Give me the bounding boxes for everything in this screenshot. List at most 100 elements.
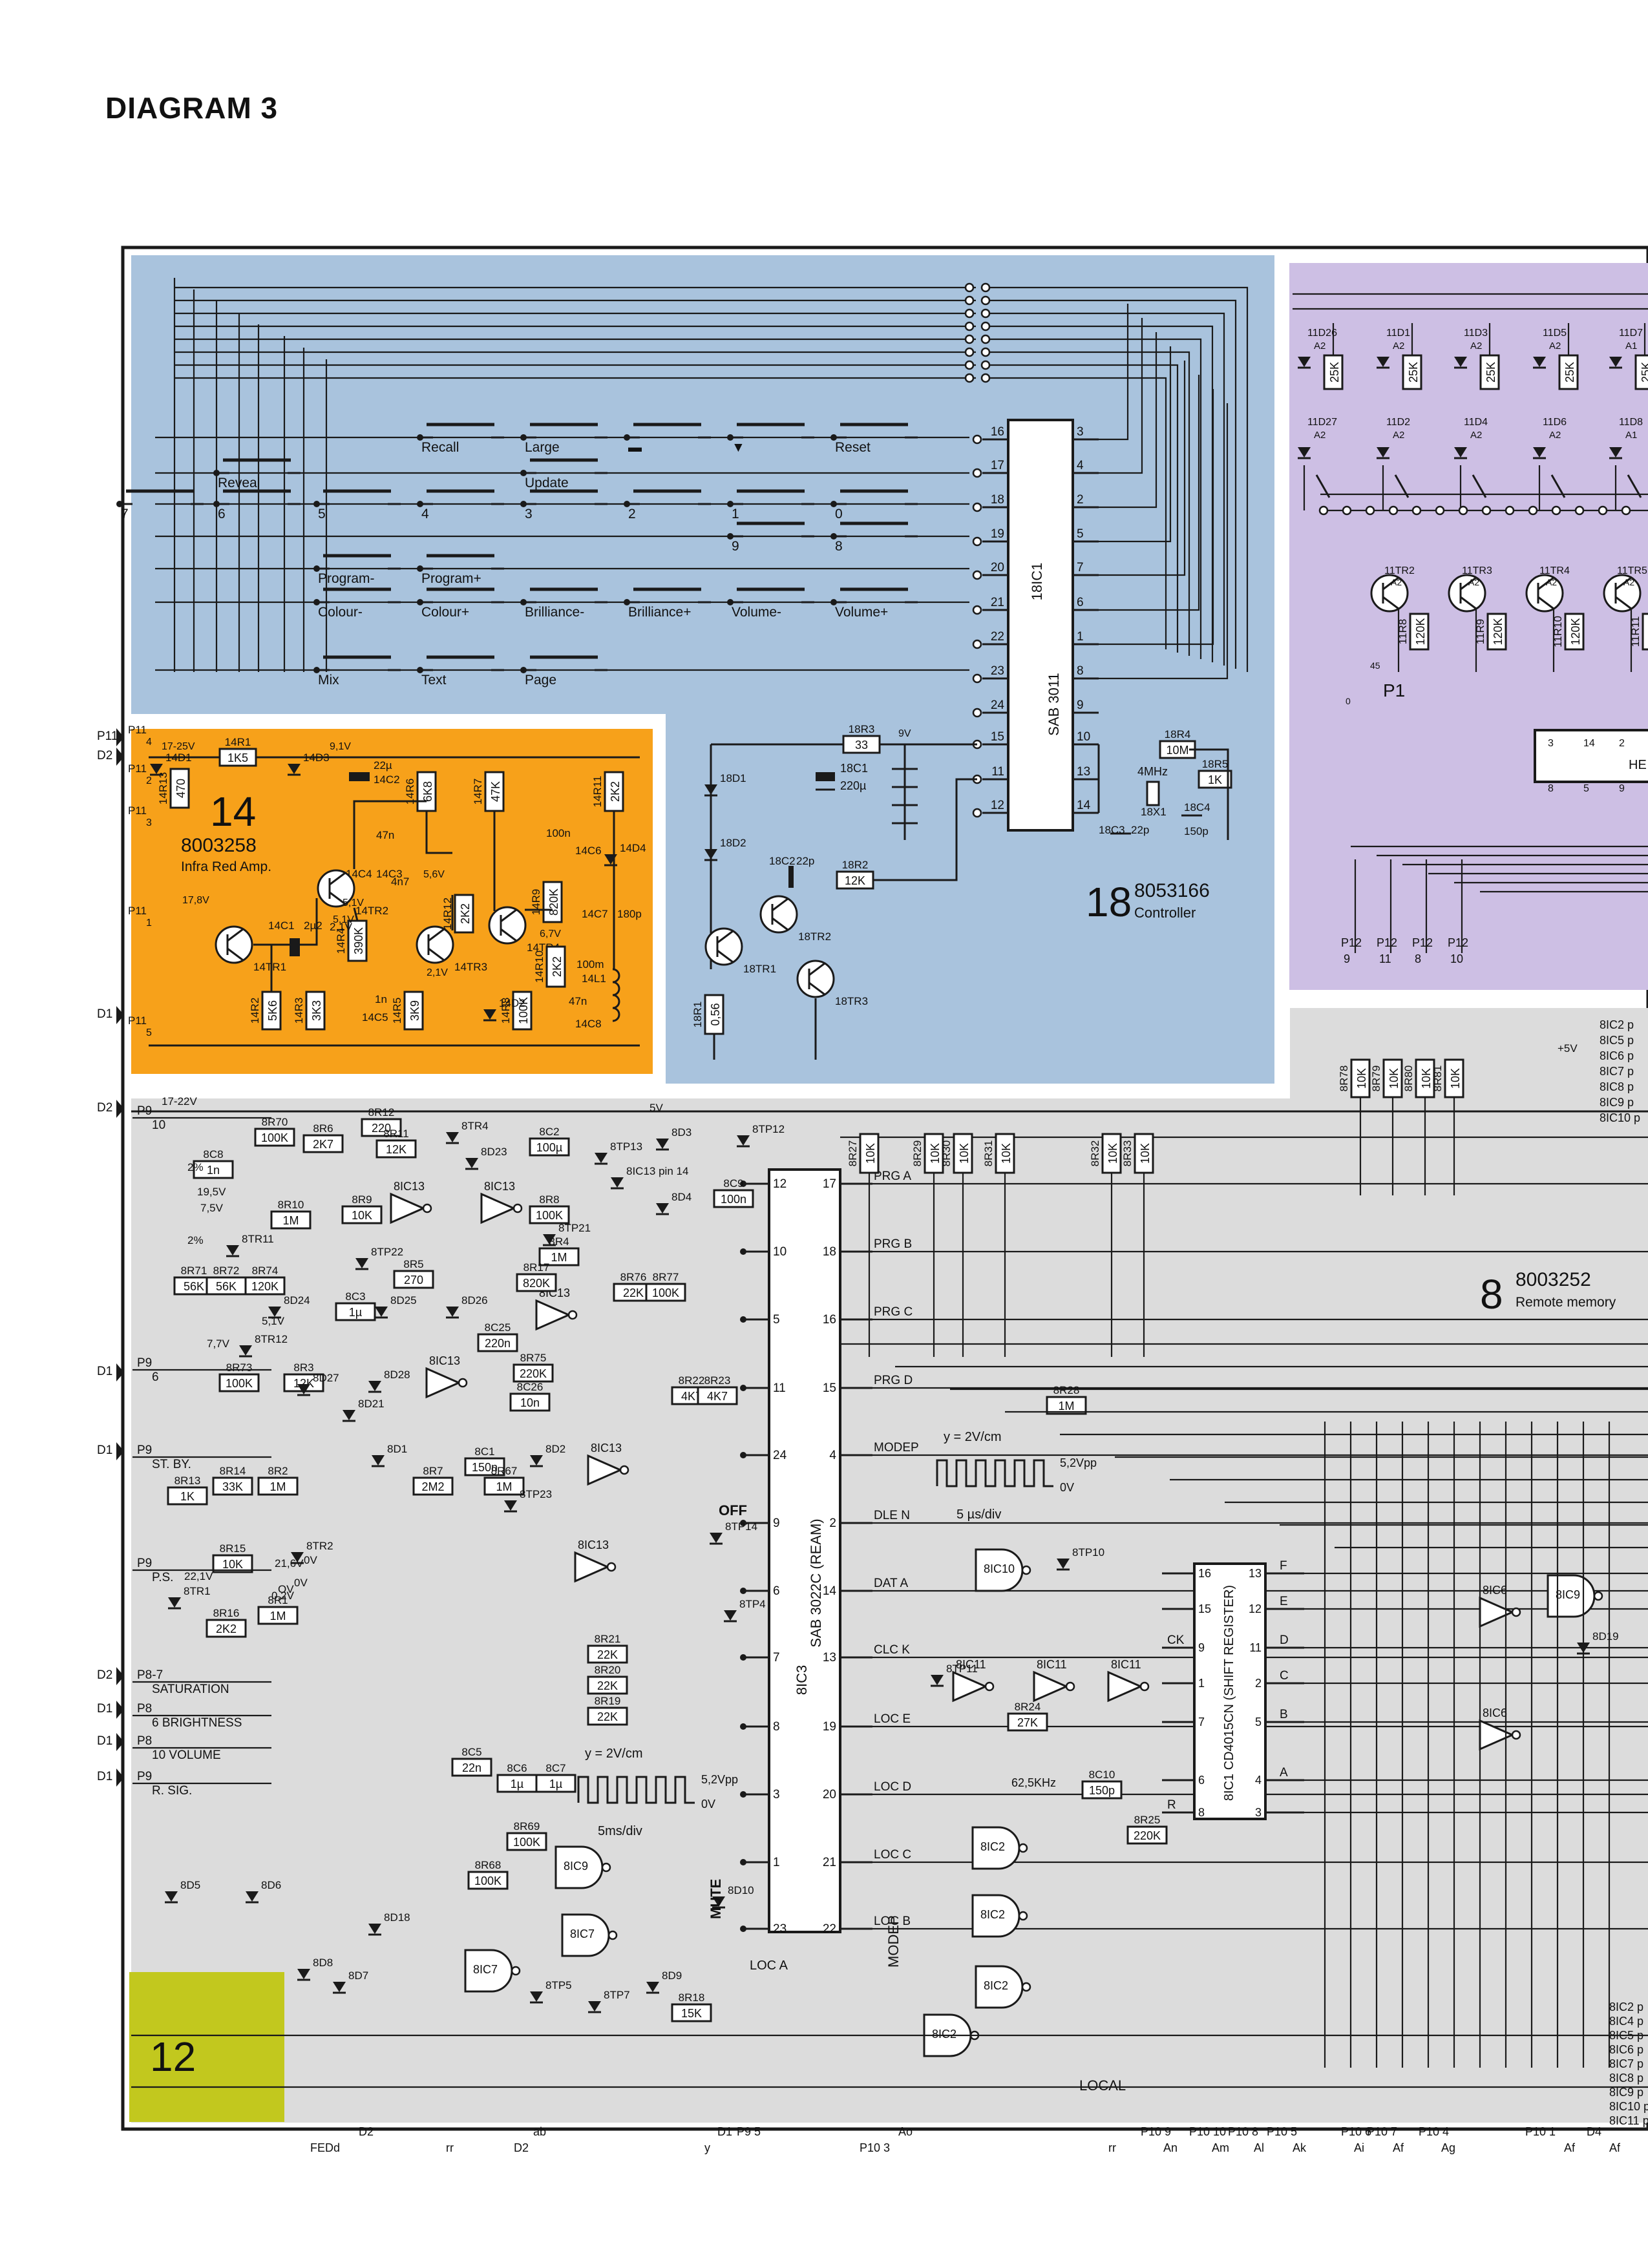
mem-bottom-port-13: P10 10 — [1189, 2125, 1226, 2138]
ic3-signal-9: LOC D — [874, 1780, 911, 1794]
mem-gate-1-gate — [480, 1192, 516, 1224]
key-node-23 — [727, 599, 734, 605]
disp-ic-top-pin-2: 2 — [1619, 738, 1625, 749]
ir-port-ref-0: P11 — [128, 724, 147, 736]
ctrl-pin-left-5: 21 — [991, 596, 1004, 609]
disp-tap-7 — [1481, 505, 1492, 516]
mem-part-17-label: 8TP21 — [558, 1222, 591, 1234]
key-0-label: Recall — [421, 440, 459, 455]
mem-misc-11: 19,5V — [197, 1186, 226, 1198]
ctrl-tr2-collector — [772, 898, 788, 912]
mem-part-72-symbol — [368, 1924, 381, 1934]
ir-r4-label: 14R4 — [335, 928, 347, 954]
mem-left-port-ref-5: P8 — [137, 1702, 152, 1716]
ctrl-crystal-label: 18X1 — [1141, 806, 1167, 818]
bus-terminal-a-1 — [964, 295, 975, 306]
mem-part-41-symbol — [372, 1455, 385, 1465]
mem-bottom-port-8: P10 3 — [860, 2141, 890, 2154]
mem-bottom-port-17: P10 5 — [1267, 2125, 1297, 2138]
ir-r1-value: 1K5 — [227, 751, 248, 764]
ctrl-d1-label: 18D1 — [720, 772, 746, 784]
key-6-label: Update — [525, 476, 569, 490]
ic3-right-pin-11: 22 — [823, 1922, 836, 1936]
mem-part-58-value: 22K — [597, 1679, 618, 1692]
ctrl-pin-left-terminal-0 — [972, 434, 982, 445]
mem-part-30-label: 8D25 — [390, 1294, 417, 1307]
mem-part-55-value: 2K2 — [216, 1622, 237, 1635]
mem-part-22-label: 8R72 — [213, 1265, 240, 1277]
mem-left-port-ref-1: P9 — [137, 1356, 152, 1370]
key-19-label: Colour- — [318, 605, 363, 620]
ir-amp-panel — [131, 729, 653, 1074]
ir-voltage-5: 5,6V — [423, 869, 445, 880]
mem-part-20-symbol — [226, 1245, 239, 1255]
mem-part-16-value: 100K — [536, 1209, 563, 1222]
mem-part-0-value: 220 — [372, 1122, 391, 1135]
scope-2-zero: 0V — [701, 1798, 715, 1811]
key-node-27 — [520, 667, 527, 673]
ctrl-pin-left-11: 12 — [991, 799, 1004, 812]
disp-res-2-value: 25K — [1484, 362, 1497, 383]
ctrl-pin-left-terminal-1 — [972, 468, 982, 478]
key-17-label: Program- — [318, 571, 375, 586]
ic1-left-label-6: R — [1167, 1798, 1176, 1812]
mem-part-63-body — [506, 1832, 547, 1851]
disp-tr-label-0: 11TR2 — [1384, 565, 1415, 576]
mem-part-56-value: 1M — [269, 1610, 286, 1622]
mem-part-8-label: 8D4 — [671, 1191, 692, 1203]
key-node-14 — [830, 501, 837, 507]
mem-part-12-label: 8R6 — [313, 1122, 333, 1135]
bus-terminal-b-4 — [980, 334, 991, 344]
ic3-right-pin-5: 2 — [829, 1517, 836, 1530]
mem-part-51-label: 8R2 — [268, 1465, 288, 1477]
ir-r8-body — [512, 991, 533, 1031]
mem-part-3-value: 100µ — [536, 1141, 562, 1154]
mem-top-res-4-label: 8R32 — [1089, 1140, 1101, 1167]
mem-part-60-body — [451, 1758, 492, 1777]
mem-gate-5-gate — [574, 1551, 610, 1583]
disp-port-ref-0: P12 — [1341, 936, 1362, 949]
mem-part-26-value: 22K — [623, 1286, 644, 1299]
disp-bottom-diode-sym-1-symbol — [1377, 447, 1389, 457]
mem-part-54-symbol — [168, 1597, 181, 1608]
ir-r9-label: 14R9 — [530, 889, 542, 916]
mem-right-list-top-4: 8IC8 p — [1600, 1080, 1634, 1093]
ctrl-pin-right-3: 5 — [1077, 527, 1084, 541]
ctrl-d2-label: 18D2 — [720, 837, 746, 849]
mem-part-35-body — [283, 1373, 324, 1392]
mem-gate-0-gate — [390, 1192, 426, 1224]
display-layer: 11D26A225K11D1A225K11D3A225K11D5A225K11D… — [1293, 293, 1648, 965]
ir-d1-symbol — [150, 764, 163, 774]
ic1-right-label-3: C — [1280, 1669, 1289, 1683]
ic3-left-pin-8: 8 — [773, 1720, 780, 1734]
ir-d2-symbol — [483, 1009, 496, 1020]
disp-tr-label-1: 11TR3 — [1462, 565, 1492, 576]
ctrl-r1-value: 0,56 — [709, 1003, 722, 1025]
ctrl-pin-left-3: 19 — [991, 527, 1004, 541]
mem-part-40-label: 8D21 — [358, 1398, 385, 1410]
mem-part-76-body — [1046, 1396, 1087, 1415]
ic3-right-pin-8: 19 — [823, 1720, 836, 1734]
ir-r12-label: 14R12 — [441, 898, 454, 930]
key-26-label: Text — [421, 673, 447, 688]
mem-part-44-body — [483, 1476, 525, 1496]
disp-tap-9 — [1528, 505, 1538, 516]
mem-part-1-label: 8R11 — [383, 1128, 408, 1140]
mem-part-44-label: 8R67 — [491, 1465, 518, 1477]
mem-bottom-port-6: y — [704, 2141, 710, 2154]
mem-part-45-symbol — [530, 1455, 543, 1465]
key-18-label: Program+ — [421, 571, 481, 586]
mem-part-15-value: 10K — [352, 1209, 372, 1222]
ic1-right-label-1: E — [1280, 1595, 1288, 1608]
mem-part-13-body — [193, 1160, 234, 1179]
ic1-left-pin-4: 7 — [1198, 1716, 1205, 1728]
key-node-21 — [520, 599, 527, 605]
disp-tr-grid-3: A2 — [1623, 577, 1634, 587]
ic3-left-node-3 — [740, 1385, 746, 1391]
mem-bottom-port-5: D1 — [717, 2125, 732, 2138]
disp-tr-res-2-body — [1564, 613, 1585, 651]
ctrl-tr3-emitter — [808, 982, 825, 996]
ic3-right-pin-3: 15 — [823, 1381, 836, 1395]
mem-part-64-value: 100K — [474, 1874, 502, 1887]
